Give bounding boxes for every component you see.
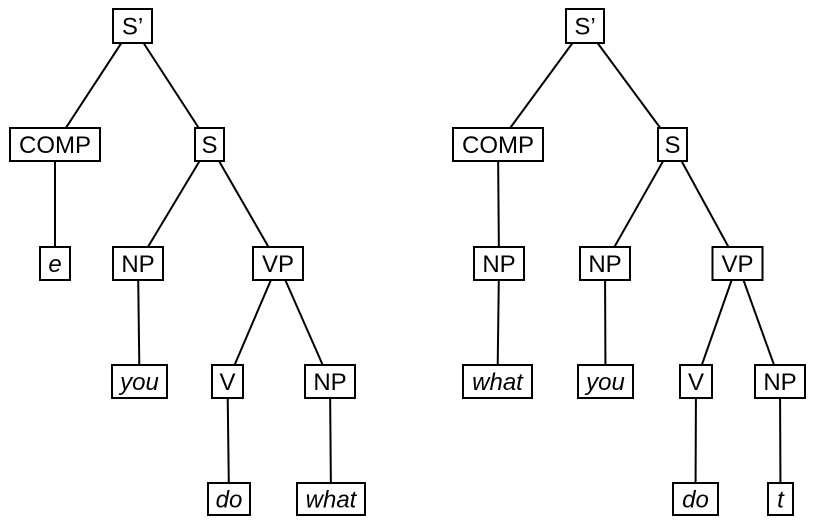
- tree-edge-s-bar-comp: [54, 25, 134, 146]
- node-box-do: [207, 482, 251, 516]
- node-box-you: [577, 364, 634, 399]
- tree-edge-comp-np-wh: [497, 144, 500, 264]
- tree-edge-np-obj-t: [779, 381, 782, 500]
- node-box-np-obj: [754, 364, 806, 399]
- node-label-np-obj: NP: [763, 369, 796, 396]
- node-label-v: V: [688, 369, 704, 396]
- node-label-np-subj: NP: [588, 251, 621, 278]
- node-box-v: [679, 364, 713, 399]
- tree-edge-s-np-subj: [137, 143, 211, 265]
- tree-edge-v-do: [226, 381, 230, 500]
- node-box-np-obj: [304, 364, 356, 399]
- tree-edge-s-bar-s: [131, 25, 211, 146]
- tree-edge-vp-np-obj: [277, 263, 331, 382]
- node-label-do: do: [216, 487, 243, 514]
- node-label-s: S: [201, 132, 217, 159]
- tree-edge-np-obj-what: [329, 381, 332, 500]
- node-box-e: [39, 246, 71, 281]
- tree-edge-s-vp: [671, 144, 739, 264]
- tree-edge-np-wh-what: [496, 263, 500, 382]
- node-box-vp: [711, 246, 764, 281]
- node-label-you: you: [584, 369, 625, 396]
- node-box-what: [462, 364, 533, 399]
- node-label-comp: COMP: [19, 132, 91, 159]
- tree-edge-s-np-subj: [604, 144, 674, 264]
- node-label-e: e: [48, 251, 61, 278]
- node-label-do: do: [682, 487, 709, 514]
- node-box-s-bar: [565, 8, 605, 44]
- node-label-what: what: [306, 487, 358, 514]
- node-label-np-wh: NP: [482, 251, 515, 278]
- tree-edge-np-subj-you: [604, 263, 607, 382]
- tree-edge-vp-v: [695, 263, 739, 382]
- node-box-comp: [9, 127, 101, 162]
- node-label-np-subj: NP: [121, 251, 154, 278]
- node-label-comp: COMP: [462, 132, 534, 159]
- tree-edge-s-bar-s: [584, 25, 674, 146]
- node-box-s: [657, 127, 688, 162]
- node-box-v: [211, 364, 244, 399]
- node-box-comp: [452, 127, 544, 162]
- node-label-vp: VP: [721, 251, 753, 278]
- node-box-np-subj: [579, 246, 631, 281]
- node-label-s-bar: S’: [574, 14, 595, 41]
- node-label-v: V: [219, 369, 235, 396]
- tree-edge-vp-v: [226, 263, 279, 382]
- tree-edge-np-subj-you: [137, 263, 141, 382]
- node-box-s-bar: [112, 8, 153, 44]
- node-box-vp: [252, 246, 304, 281]
- node-label-s: S: [664, 132, 680, 159]
- node-box-you: [111, 364, 168, 399]
- node-label-you: you: [118, 369, 159, 396]
- node-box-do: [672, 482, 719, 516]
- node-label-t: t: [777, 487, 785, 514]
- node-label-s-bar: S’: [122, 14, 143, 41]
- node-box-np-subj: [112, 246, 164, 281]
- node-label-np-obj: NP: [313, 369, 346, 396]
- tree-edge-s-vp: [208, 144, 279, 264]
- node-label-what: what: [472, 369, 524, 396]
- tree-edge-s-bar-comp: [497, 25, 586, 146]
- node-box-s: [194, 127, 225, 162]
- tree-edge-v-do: [694, 381, 697, 500]
- tree-edge-vp-np-obj: [736, 263, 781, 382]
- node-label-vp: VP: [262, 251, 294, 278]
- node-box-np-wh: [473, 246, 525, 281]
- node-box-t: [767, 482, 794, 516]
- node-box-what: [296, 482, 366, 516]
- right-tree: S’ COMP S NP NP VP what you V NP do t: [452, 8, 806, 516]
